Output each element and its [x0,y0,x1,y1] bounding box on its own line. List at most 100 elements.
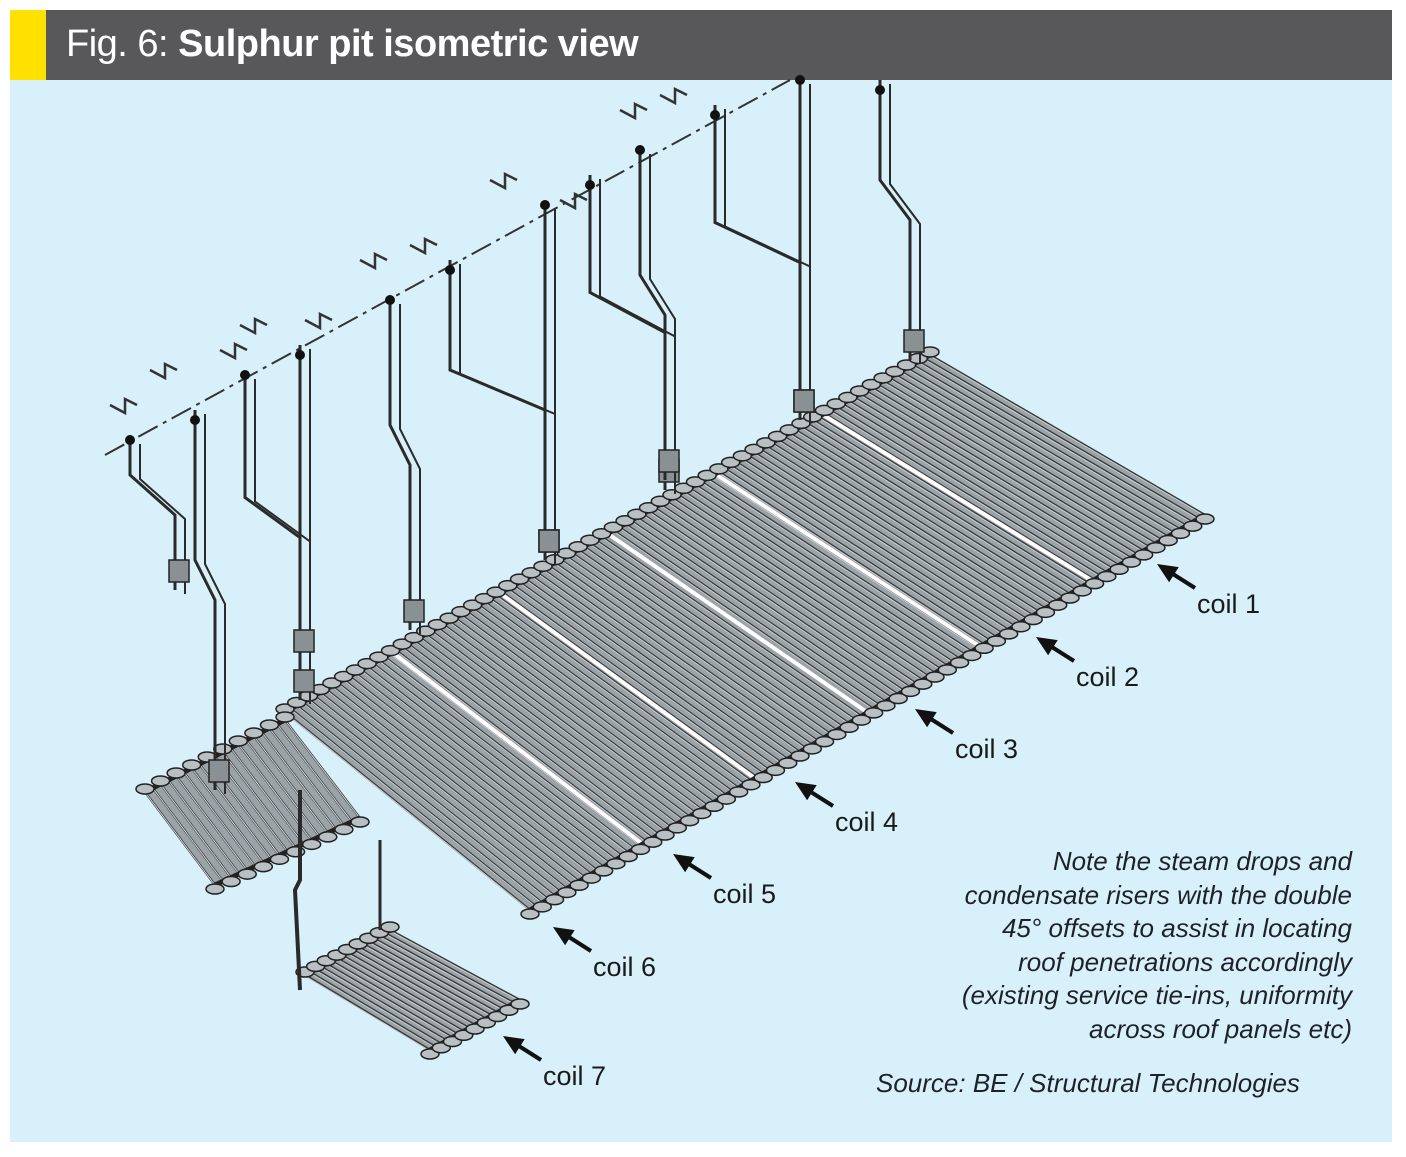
coil-7-bed-tube [346,951,476,1026]
main-coil-bed-tube-highlight [309,700,556,898]
left-coil-bed-flange [244,727,264,739]
main-coil-bed-tube-highlight [326,690,575,887]
main-coil-bed-tube-highlight [367,667,618,862]
main-coil-bed-coil-separator [498,591,757,780]
main-coil-bed-tube-highlight [590,544,851,726]
coil-7-bed-tube [357,945,487,1020]
main-coil-bed-flange [709,463,729,475]
valve-body [538,529,560,553]
riser-pipe [243,375,302,700]
main-coil-bed-tube-highlight [748,456,1017,629]
main-coil-bed-flange [1011,620,1031,633]
main-coil-bed-flange [630,843,651,856]
coil-arrow-head [1036,637,1058,656]
main-coil-bed-tube [413,639,666,832]
valve-body [903,329,925,353]
main-coil-bed-flange [974,642,994,655]
coil-7-bed-tube [309,971,437,1048]
main-coil-bed-flange [697,469,717,482]
main-coil-bed-tube [337,681,586,879]
main-coil-bed-tube [501,591,758,779]
main-coil-bed-flange [1182,520,1203,532]
main-coil-bed-tube-highlight [391,654,642,848]
main-coil-bed-tube [354,672,605,868]
main-coil-bed-tube [430,629,685,822]
main-coil-bed-flange [756,437,776,449]
main-coil-bed-flange [627,508,647,521]
main-coil-bed-tube [735,461,1004,635]
main-coil-bed-flange [404,631,424,644]
main-coil-bed-flange [861,378,882,391]
main-coil-bed-tube-highlight [678,495,943,672]
main-coil-bed-tube-highlight [666,502,931,679]
main-coil-bed-tube-highlight [913,365,1188,528]
main-coil-bed-tube-highlight [291,709,538,909]
main-coil-bed-tube [706,477,973,653]
left-coil-bed-tube-highlight [184,773,257,869]
main-coil-bed-tube-highlight [432,631,685,823]
main-coil-bed-flange [603,521,624,534]
accent-strip [10,10,46,80]
main-coil-bed-tube [765,444,1034,617]
coil-arrow-head [915,709,937,728]
main-coil-bed-flange [838,391,858,404]
main-coil-bed-flange [896,359,917,371]
main-coil-bed-tube-highlight [596,541,857,722]
main-coil-bed-flange [1158,534,1178,547]
main-coil-bed-tube [296,704,543,904]
left-coil-bed-flange [237,868,257,880]
main-coil-bed-tube-highlight [883,382,1158,546]
main-coil-bed-flange [876,699,896,712]
main-coil-bed-tube [688,487,955,664]
main-coil-bed-flange [568,540,588,553]
left-coil-bed-tube-highlight [231,749,306,846]
main-coil-bed-tube-highlight [531,576,790,762]
main-coil-bed-tube [671,496,936,674]
main-coil-bed-tube [495,594,752,782]
main-coil-bed-flange [998,628,1019,640]
main-coil-bed-flange [462,599,483,611]
main-coil-bed-tube [630,519,893,700]
main-coil-bed-tube-highlight [373,664,624,859]
main-coil-bed-flange [439,612,459,624]
note-line: (existing service tie-ins, uniformity [961,980,1352,1010]
main-coil-bed-tube-highlight [702,482,967,657]
main-coil-bed-tube [829,409,1102,577]
left-coil-bed-tube-highlight [168,781,241,876]
pipe-support [295,350,305,360]
main-coil-bed-flange [1097,570,1117,583]
main-coil-bed-tube-highlight [402,648,655,841]
main-coil-bed-tube [788,431,1059,603]
main-coil-bed-flange [662,489,682,501]
figure-header: Fig. 6: Sulphur pit isometric view [10,10,1392,80]
main-coil-bed-flange [569,879,589,892]
roof-tie-in-stub [359,251,388,271]
main-coil-bed-tube [653,506,918,685]
main-coil-bed-tube-highlight [795,430,1066,600]
main-coil-bed-flange [369,651,389,663]
main-coil-bed-tube-highlight [696,485,961,661]
pipe-support [635,145,645,155]
main-coil-bed-tube-highlight [690,489,955,665]
riser-pipe [638,150,667,480]
riser-pipe [193,410,217,790]
main-coil-bed-tube [923,357,1200,520]
figure-title-text: Sulphur pit isometric view [178,23,639,65]
roof-tie-in-stub [619,101,648,121]
main-coil-bed-flange [704,800,724,813]
main-coil-bed-tube-highlight [813,420,1084,589]
main-coil-bed-tube [325,688,574,886]
source-credit: Source: BE / Structural Technologies [876,1068,1300,1098]
main-coil-bed-tube [747,454,1016,628]
main-coil-bed-tube-highlight [285,713,532,912]
main-coil-bed-tube-highlight [602,537,863,719]
main-coil-bed-tube [771,441,1040,613]
main-coil-bed-flange [1121,556,1142,568]
pipe-support [795,75,805,85]
main-coil-bed-flange [533,560,553,572]
main-coil-bed-flange [765,764,786,777]
left-coil-bed-flange [181,759,202,771]
left-coil-bed-flange [253,860,274,873]
main-coil-bed-tube [612,529,875,710]
